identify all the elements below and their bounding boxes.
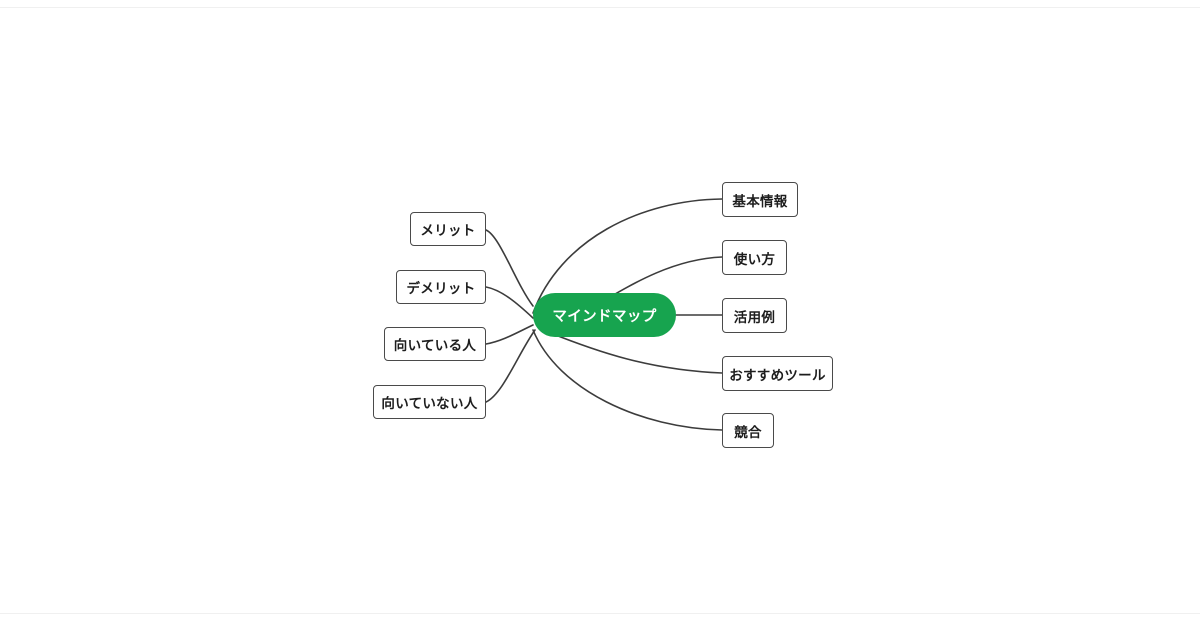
mindmap-node-basic-info[interactable]: 基本情報 (722, 182, 798, 217)
mindmap-node-merit[interactable]: メリット (410, 212, 486, 246)
wire-merit (485, 229, 534, 307)
mindmap-node-demerit[interactable]: デメリット (396, 270, 486, 304)
page-top-divider (0, 7, 1200, 8)
wire-unsuited-people (485, 329, 536, 403)
mindmap-node-competitors[interactable]: 競合 (722, 413, 774, 448)
mindmap-node-unsuited-people[interactable]: 向いていない人 (373, 385, 486, 419)
wire-suited-people (485, 324, 534, 345)
wire-competitors (532, 329, 723, 431)
mindmap-node-how-to-use[interactable]: 使い方 (722, 240, 787, 275)
mindmap-root-node[interactable]: マインドマップ (533, 293, 676, 337)
wire-demerit (485, 286, 534, 319)
wire-recommended-tools (547, 331, 723, 374)
mindmap-node-suited-people[interactable]: 向いている人 (384, 327, 486, 361)
wire-basic-info (532, 198, 723, 314)
mindmap-node-recommended-tools[interactable]: おすすめツール (722, 356, 833, 391)
mindmap-node-use-cases[interactable]: 活用例 (722, 298, 787, 333)
page-bottom-divider (0, 613, 1200, 614)
